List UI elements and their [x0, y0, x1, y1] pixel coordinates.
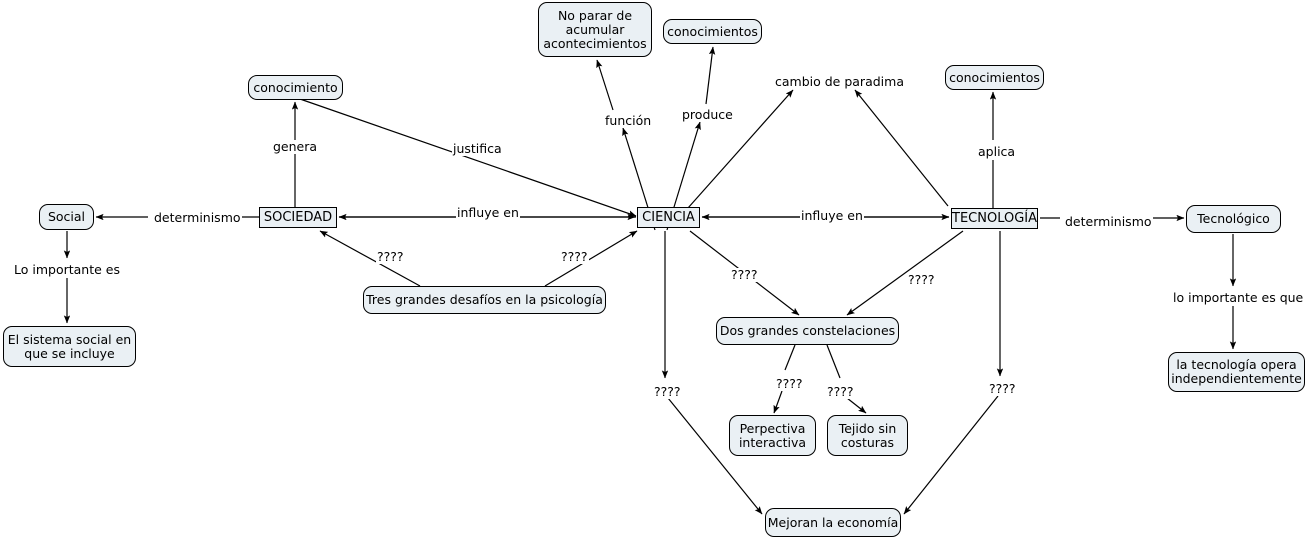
edge-label-funcion: función: [604, 113, 653, 128]
node-dos_constelaciones[interactable]: Dos grandes constelaciones: [716, 317, 899, 345]
edge-label-determinismo_izq: determinismo: [153, 210, 242, 225]
edge-q-mejoran-economia-der: [903, 395, 999, 515]
edge-perspectiva-label-box: [773, 390, 783, 414]
node-sistema_social[interactable]: El sistema social en que se incluye: [3, 326, 136, 367]
node-sociedad[interactable]: SOCIEDAD: [259, 207, 337, 228]
edge-label-q_ciencia_izq: ????: [560, 249, 589, 264]
node-social[interactable]: Social: [39, 204, 94, 230]
edge-label-genera: genera: [272, 139, 319, 154]
edge-tecnologia-cambio-paradima: [854, 89, 949, 207]
edge-label-justifica: justifica: [452, 141, 503, 156]
edge-label-q_tec_dos: ????: [907, 272, 936, 287]
node-tejido[interactable]: Tejido sin costuras: [827, 415, 908, 456]
edge-produce-conocimientos: [705, 46, 716, 105]
edge-q-mejoran-economia: [667, 397, 763, 515]
edge-label-q_ciencia_dos: ????: [730, 267, 759, 282]
node-tec_independiente[interactable]: la tecnología opera independientemente: [1168, 352, 1305, 392]
edge-label-q_tejido: ????: [826, 384, 855, 399]
edge-tecnologia-dos-constelaciones: [846, 230, 964, 316]
edge-desafios-ciencia: [544, 230, 638, 287]
edge-ciencia-cambio-paradima: [687, 89, 794, 209]
edge-funcion-no-parar: [596, 59, 614, 111]
edge-label-cambio_paradima: cambio de paradima: [775, 74, 904, 89]
node-tres_desafios[interactable]: Tres grandes desafíos en la psicología: [363, 286, 606, 314]
edge-label-q_tec_mejoran: ????: [988, 381, 1017, 396]
edge-label-lo_importante_que: lo importante es que: [1172, 290, 1305, 305]
node-tecnologico[interactable]: Tecnológico: [1186, 205, 1281, 233]
node-mejoran[interactable]: Mejoran la economía: [765, 508, 901, 537]
edge-desafios-sociedad: [319, 230, 421, 287]
edge-label-influye_en_izq: influye en: [456, 205, 520, 220]
node-no_parar[interactable]: No parar de acumular acontecimientos: [538, 2, 652, 57]
node-conocimientos_t[interactable]: conocimientos: [945, 65, 1044, 90]
edge-label-produce: produce: [681, 107, 734, 122]
node-ciencia[interactable]: CIENCIA: [637, 207, 700, 228]
edge-label-q_sociedad: ????: [376, 249, 405, 264]
node-conocimiento[interactable]: conocimiento: [248, 75, 343, 100]
edge-conocimiento-justifica-ciencia: [299, 98, 637, 217]
edge-label-influye_en_der: influye en: [800, 208, 864, 223]
edge-label-aplica: aplica: [977, 144, 1017, 159]
edge-label-q_perspectiva: ????: [775, 376, 804, 391]
edge-label-determinismo_der: determinismo: [1064, 214, 1153, 229]
node-conocimientos_c[interactable]: conocimientos: [663, 19, 762, 44]
edge-tejido-label-box: [846, 397, 867, 414]
edge-dos-perspectiva: [784, 344, 796, 371]
edge-label-lo_importante_es: Lo importante es: [13, 262, 121, 277]
node-perspectiva[interactable]: Perpectiva interactiva: [729, 415, 816, 456]
node-tecnologia[interactable]: TECNOLOGÍA: [951, 208, 1038, 229]
edge-label-q_ciencia_mejoran: ????: [653, 384, 682, 399]
edge-dos-tejido: [826, 344, 841, 379]
